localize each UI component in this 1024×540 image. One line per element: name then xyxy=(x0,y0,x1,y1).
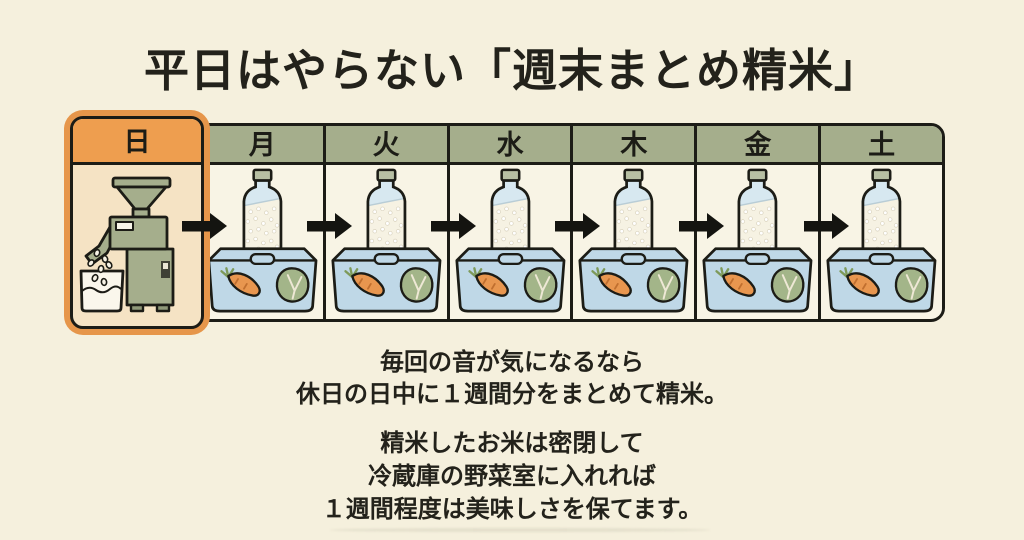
rice-bottle-in-drawer-icon xyxy=(578,168,689,313)
note-line: 冷蔵庫の野菜室に入れれば xyxy=(368,463,656,490)
rice-bottle-in-drawer-icon xyxy=(331,168,442,313)
page-title: 平日はやらない「週末まとめ精米」 xyxy=(143,45,880,96)
right-arrow-icon xyxy=(431,212,476,240)
right-arrow-icon xyxy=(555,212,600,240)
day-column-mon: 月 xyxy=(201,126,326,319)
right-arrow-icon xyxy=(182,212,227,240)
note-line: １週間程度は美味しさを保てます。 xyxy=(321,496,703,523)
day-header-tue: 火 xyxy=(325,126,447,165)
right-arrow-icon xyxy=(804,212,849,240)
note-line: 休日の日中に１週間分をまとめて精米。 xyxy=(296,381,728,408)
bottom-shadow xyxy=(330,528,710,532)
day-body-mon xyxy=(201,165,323,316)
rice-bottle-in-drawer-icon xyxy=(702,168,813,313)
rice-bottle-in-drawer-icon xyxy=(826,168,937,313)
day-body-sat xyxy=(821,165,942,316)
note-line: 精米したお米は密閉して xyxy=(380,430,644,457)
right-arrow-icon xyxy=(307,212,352,240)
day-body-sun-highlight xyxy=(73,165,201,326)
note-line: 毎回の音が気になるなら xyxy=(380,349,644,376)
day-body-tue xyxy=(325,165,447,316)
day-body-fri xyxy=(697,165,819,316)
day-column-sat: 土 xyxy=(821,126,942,319)
rice-mill-icon xyxy=(79,176,175,313)
day-column-tue: 火 xyxy=(325,126,450,319)
day-body-wed xyxy=(449,165,571,316)
note-block-storage: 精米したお米は密閉して 冷蔵庫の野菜室に入れれば １週間程度は美味しさを保てます… xyxy=(0,427,1024,526)
sunday-highlight-card: 日 xyxy=(70,116,204,329)
day-column-fri: 金 xyxy=(697,126,822,319)
day-header-mon: 月 xyxy=(201,126,323,165)
rice-bottle-in-drawer-icon xyxy=(455,168,565,313)
rice-bottle-in-drawer-icon xyxy=(207,168,318,313)
day-header-thu: 木 xyxy=(573,126,695,165)
day-column-thu: 木 xyxy=(573,126,698,319)
day-header-fri: 金 xyxy=(697,126,819,165)
day-header-wed: 水 xyxy=(449,126,571,165)
day-header-sun-highlight: 日 xyxy=(73,119,201,165)
day-header-sat: 土 xyxy=(821,126,942,165)
right-arrow-icon xyxy=(679,212,724,240)
day-body-thu xyxy=(573,165,695,316)
note-block-milling: 毎回の音が気になるなら 休日の日中に１週間分をまとめて精米。 xyxy=(0,347,1024,411)
